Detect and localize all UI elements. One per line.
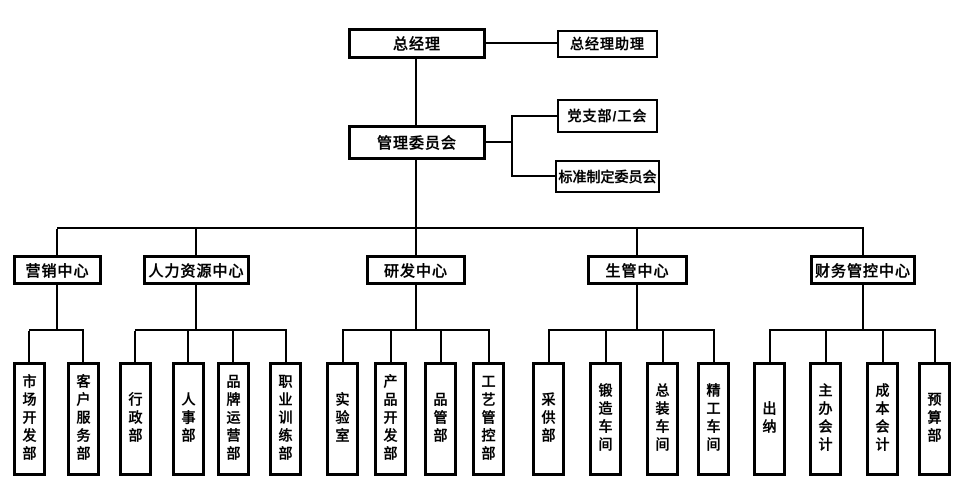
connector-line bbox=[187, 331, 189, 362]
connector-line bbox=[513, 175, 555, 177]
node-dept-laboratory: 实验室 bbox=[326, 362, 359, 476]
node-dept-market-development: 市场开发部 bbox=[13, 362, 46, 476]
node-dept-personnel: 人事部 bbox=[172, 362, 205, 476]
connector-line bbox=[513, 115, 557, 117]
node-dept-procurement-supply: 采供部 bbox=[532, 362, 565, 476]
node-management-committee: 管理委员会 bbox=[348, 125, 486, 160]
connector-line bbox=[28, 331, 30, 362]
connector-line bbox=[415, 59, 417, 125]
connector-line bbox=[488, 331, 490, 362]
connector-line bbox=[662, 331, 664, 362]
connector-line bbox=[82, 331, 84, 362]
connector-line bbox=[195, 229, 197, 255]
connector-line bbox=[862, 229, 864, 255]
connector-line bbox=[232, 331, 234, 362]
node-center-hr: 人力资源中心 bbox=[143, 255, 250, 285]
node-dept-customer-service: 客户服务部 bbox=[67, 362, 100, 476]
connector-line bbox=[29, 329, 84, 331]
node-dept-cost-accountant: 成本会计 bbox=[866, 362, 899, 476]
node-dept-brand-operations: 品牌运营部 bbox=[217, 362, 250, 476]
connector-line bbox=[934, 331, 936, 362]
node-dept-cashier: 出纳 bbox=[753, 362, 786, 476]
connector-line bbox=[342, 331, 344, 362]
node-dept-process-control: 工艺管控部 bbox=[472, 362, 505, 476]
connector-line bbox=[511, 115, 513, 177]
connector-line bbox=[882, 331, 884, 362]
node-general-manager: 总经理 bbox=[348, 28, 486, 59]
node-standards-committee: 标准制定委员会 bbox=[555, 160, 660, 193]
connector-line bbox=[342, 329, 490, 331]
connector-line bbox=[56, 229, 58, 255]
connector-line bbox=[713, 331, 715, 362]
node-center-marketing: 营销中心 bbox=[13, 255, 102, 285]
connector-line bbox=[57, 227, 864, 229]
connector-line bbox=[56, 285, 58, 330]
connector-line bbox=[769, 331, 771, 362]
node-party-branch-union: 党支部/工会 bbox=[557, 99, 658, 133]
node-dept-assembly-workshop: 总装车间 bbox=[646, 362, 679, 476]
connector-line bbox=[485, 141, 512, 143]
node-dept-forging-workshop: 锻造车间 bbox=[589, 362, 622, 476]
node-center-production: 生管中心 bbox=[587, 255, 688, 285]
connector-line bbox=[440, 331, 442, 362]
connector-line bbox=[135, 329, 287, 331]
node-center-finance: 财务管控中心 bbox=[810, 255, 916, 285]
node-dept-quality-control: 品管部 bbox=[424, 362, 457, 476]
connector-line bbox=[134, 331, 136, 362]
node-dept-chief-accountant: 主办会计 bbox=[809, 362, 842, 476]
connector-line bbox=[390, 331, 392, 362]
node-dept-administration: 行政部 bbox=[119, 362, 152, 476]
node-dept-precision-workshop: 精工车间 bbox=[697, 362, 730, 476]
connector-line bbox=[862, 285, 864, 330]
connector-line bbox=[636, 285, 638, 330]
node-dept-vocational-training: 职业训练部 bbox=[269, 362, 302, 476]
connector-line bbox=[769, 329, 936, 331]
node-dept-budget: 预算部 bbox=[918, 362, 951, 476]
connector-line bbox=[195, 285, 197, 330]
node-gm-assistant: 总经理助理 bbox=[557, 30, 658, 58]
connector-line bbox=[415, 285, 417, 330]
connector-line bbox=[825, 331, 827, 362]
node-center-rnd: 研发中心 bbox=[366, 255, 466, 285]
connector-line bbox=[285, 331, 287, 362]
connector-line bbox=[548, 329, 715, 331]
connector-line bbox=[605, 331, 607, 362]
connector-line bbox=[636, 229, 638, 255]
connector-line bbox=[486, 42, 557, 44]
connector-line bbox=[415, 160, 417, 255]
node-dept-product-development: 产品开发部 bbox=[374, 362, 407, 476]
connector-line bbox=[548, 331, 550, 362]
